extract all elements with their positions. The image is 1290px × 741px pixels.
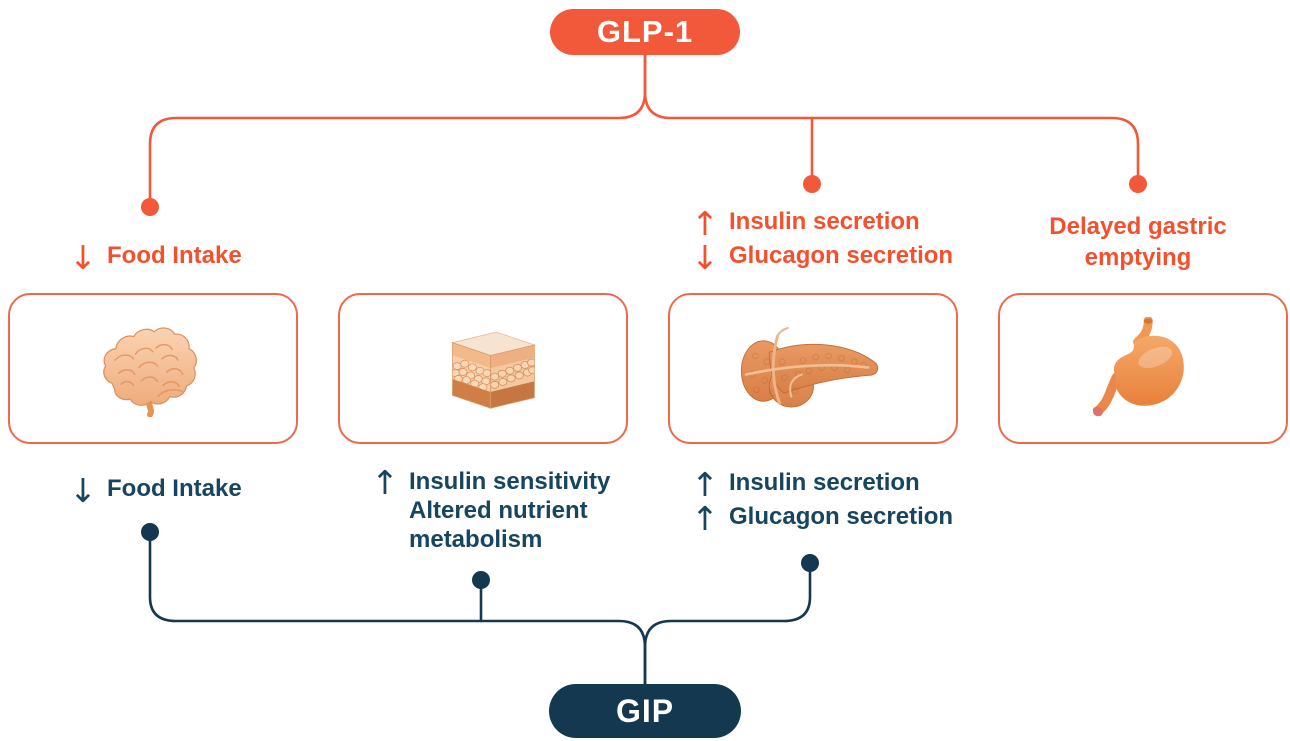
up-arrow-icon: ↑ bbox=[691, 203, 719, 243]
effect-text: emptying bbox=[1084, 244, 1192, 271]
organ-box-brain bbox=[8, 293, 298, 444]
gip-node: GIP bbox=[549, 684, 741, 738]
effect-text: Glucagon secretion bbox=[729, 503, 954, 530]
down-arrow-icon: ↓ bbox=[69, 237, 97, 277]
organ-box-pancreas bbox=[668, 293, 958, 444]
gip-branch-pancreas bbox=[643, 569, 812, 690]
effect-text: Insulin secretion bbox=[729, 469, 920, 496]
pancreas-icon bbox=[740, 326, 878, 408]
glp1-branch-stomach bbox=[643, 53, 1140, 177]
effect-text: Altered nutrient bbox=[409, 496, 588, 524]
glp1-endpoint-dot bbox=[803, 175, 821, 193]
effect-text: Insulin sensitivity bbox=[409, 467, 611, 495]
effect-text: Insulin secretion bbox=[729, 208, 920, 235]
gip-node-label: GIP bbox=[615, 692, 675, 729]
glp1-effect-pancreas: ↑ Insulin secretion ↓ Glucagon secretion bbox=[691, 203, 954, 277]
gip-effect-adipose: ↑ Insulin sensitivity Altered nutrient m… bbox=[371, 463, 611, 554]
glp1-endpoint-dot bbox=[141, 198, 159, 216]
organ-box-stomach bbox=[998, 293, 1288, 444]
gip-effect-brain: ↓ Food Intake bbox=[69, 470, 242, 510]
gip-effect-pancreas: ↑ Insulin secretion ↑ Glucagon secretion bbox=[691, 464, 954, 538]
down-arrow-icon: ↓ bbox=[69, 470, 97, 510]
effect-text: metabolism bbox=[409, 525, 543, 553]
up-arrow-icon: ↑ bbox=[691, 498, 719, 538]
effect-text: Glucagon secretion bbox=[729, 242, 954, 269]
gip-endpoint-dot bbox=[801, 554, 819, 572]
up-arrow-icon: ↑ bbox=[371, 463, 399, 502]
gip-branch-brain bbox=[148, 538, 647, 690]
adipose-tissue-icon bbox=[450, 331, 536, 409]
gip-endpoint-dot bbox=[472, 571, 490, 589]
up-arrow-icon: ↑ bbox=[691, 464, 719, 504]
effect-text: Delayed gastric bbox=[1049, 213, 1227, 240]
organ-box-adipose-tissue bbox=[338, 293, 628, 444]
effect-text: Food Intake bbox=[107, 242, 242, 269]
down-arrow-icon: ↓ bbox=[691, 237, 719, 277]
glp1-endpoint-dot bbox=[1129, 175, 1147, 193]
brain-icon bbox=[103, 326, 197, 417]
gip-endpoint-dot bbox=[141, 523, 159, 541]
glp1-effect-stomach: Delayed gastric emptying bbox=[1028, 211, 1248, 273]
stomach-icon bbox=[1092, 316, 1184, 416]
glp1-node: GLP-1 bbox=[550, 9, 740, 55]
glp1-branch-brain bbox=[148, 53, 647, 201]
glp1-connector-tree bbox=[141, 53, 1147, 216]
glp1-node-label: GLP-1 bbox=[596, 14, 694, 49]
effect-text: Food Intake bbox=[107, 475, 242, 502]
glp1-effect-brain: ↓ Food Intake bbox=[69, 237, 242, 277]
